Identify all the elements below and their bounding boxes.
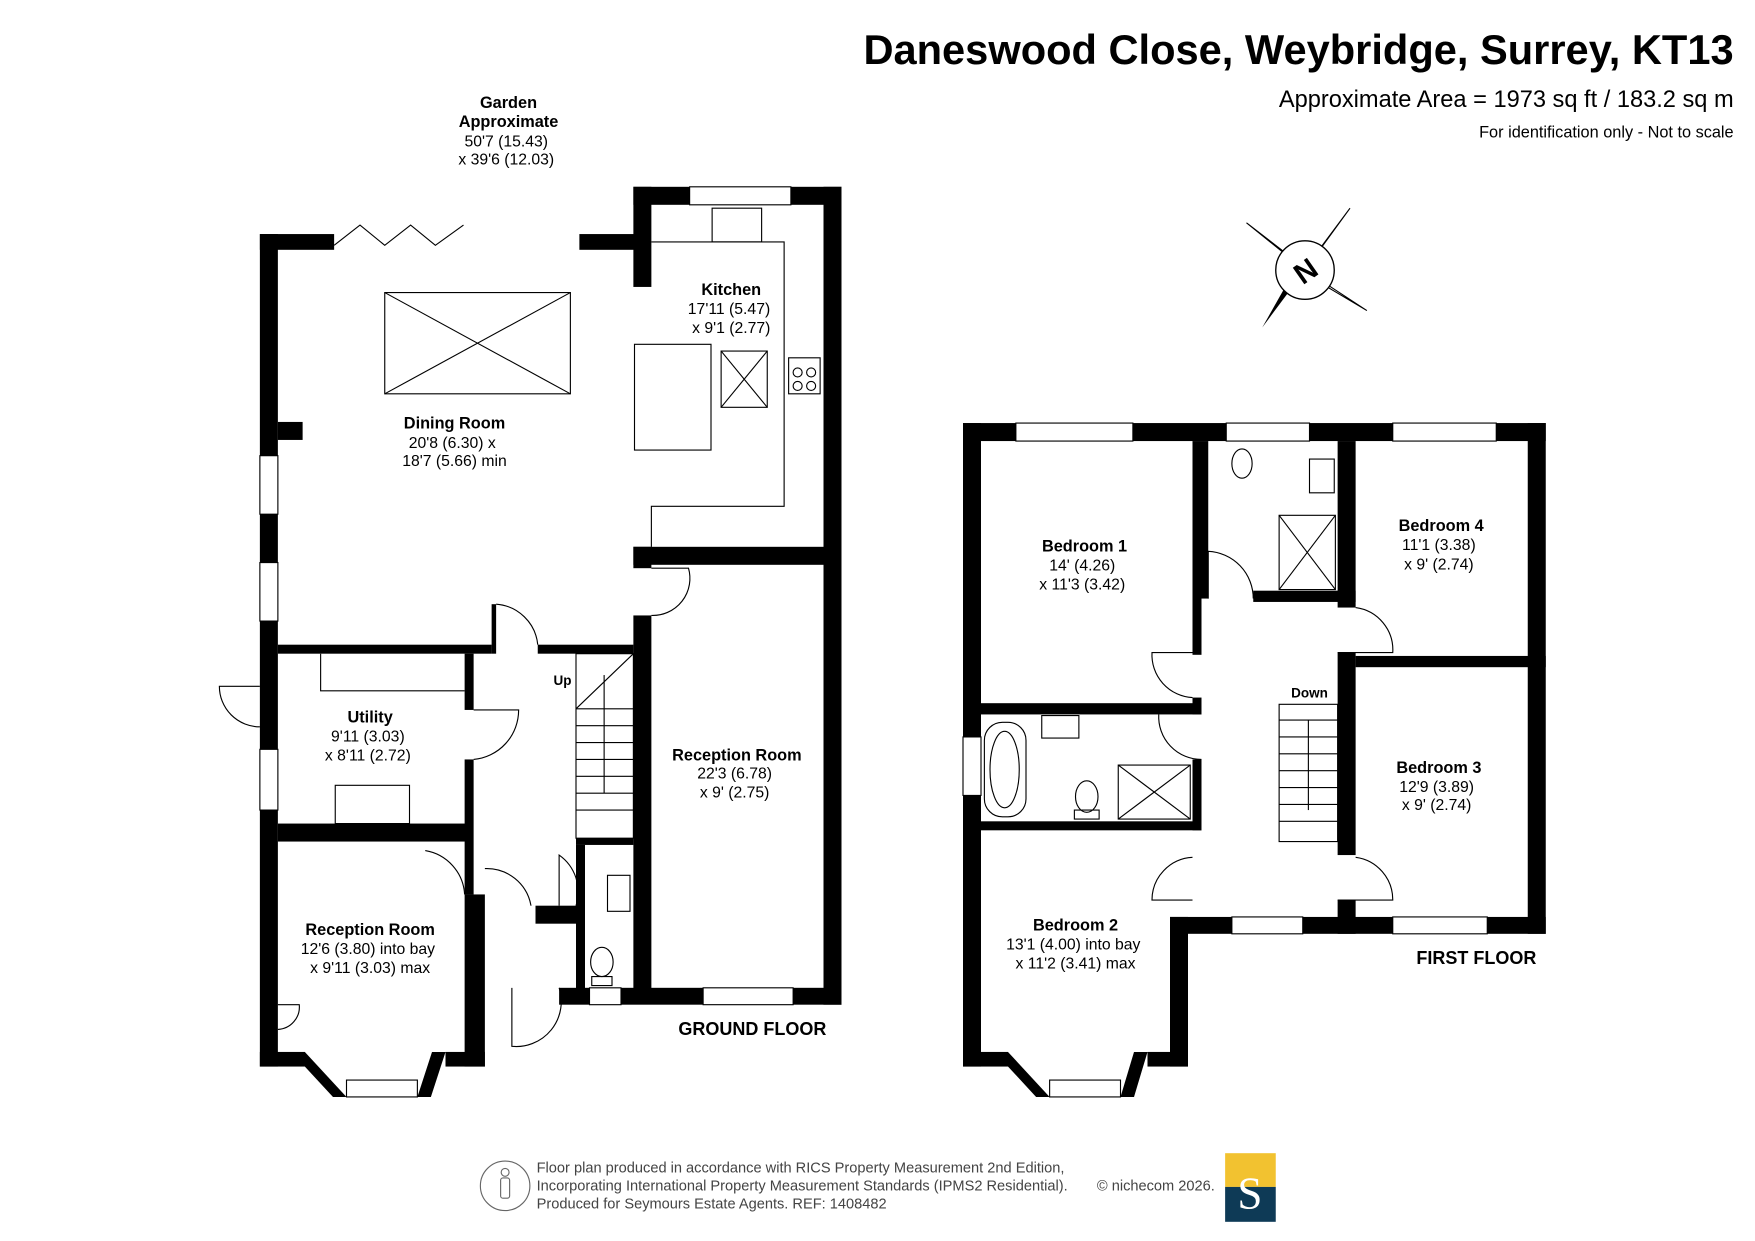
svg-text:x 9'11 (3.03) max: x 9'11 (3.03) max <box>310 960 430 977</box>
svg-text:11'1 (3.38): 11'1 (3.38) <box>1402 537 1476 554</box>
svg-text:x 9' (2.74): x 9' (2.74) <box>1404 556 1474 573</box>
page-title: Daneswood Close, Weybridge, Surrey, KT13 <box>863 26 1733 73</box>
svg-text:12'6 (3.80) into bay: 12'6 (3.80) into bay <box>301 941 435 958</box>
garden-label: Garden Approximate 50'7 (15.43) x 39'6 (… <box>458 94 558 168</box>
staircase-up <box>575 653 634 839</box>
svg-text:x 8'11 (2.72): x 8'11 (2.72) <box>325 748 411 765</box>
footer-copyright: © nichecom 2026. <box>1097 1178 1215 1194</box>
svg-text:Bedroom 3: Bedroom 3 <box>1396 759 1481 777</box>
svg-text:14' (4.26): 14' (4.26) <box>1049 557 1115 574</box>
svg-text:Kitchen: Kitchen <box>701 281 761 299</box>
room-dining-room: Dining Room 20'8 (6.30) x 18'7 (5.66) mi… <box>402 415 507 470</box>
footer-line-2: Incorporating International Property Mea… <box>537 1178 1068 1194</box>
person-icon <box>479 1160 531 1212</box>
svg-text:20'8 (6.30) x: 20'8 (6.30) x <box>409 435 496 452</box>
svg-text:x 9' (2.75): x 9' (2.75) <box>700 785 770 802</box>
room-reception-room-front: Reception Room 12'6 (3.80) into bay x 9'… <box>301 921 435 977</box>
first-floor-label: FIRST FLOOR <box>1416 948 1536 968</box>
svg-text:9'11 (3.03): 9'11 (3.03) <box>331 728 405 745</box>
svg-text:Bedroom 4: Bedroom 4 <box>1399 517 1484 535</box>
compass-icon: N <box>1246 207 1368 328</box>
seymours-logo: S <box>1225 1153 1276 1222</box>
svg-text:x 11'2 (3.41) max: x 11'2 (3.41) max <box>1015 956 1135 973</box>
stairs-down-label: Down <box>1291 686 1328 701</box>
staircase-down <box>1278 703 1339 843</box>
svg-text:Utility: Utility <box>347 708 392 726</box>
footer-line-1: Floor plan produced in accordance with R… <box>537 1160 1065 1176</box>
svg-text:18'7 (5.66) min: 18'7 (5.66) min <box>402 453 507 470</box>
svg-text:Garden: Garden <box>480 94 537 112</box>
svg-text:Dining Room: Dining Room <box>404 415 505 433</box>
svg-text:x 11'3 (3.42): x 11'3 (3.42) <box>1039 577 1125 594</box>
svg-text:50'7 (15.43): 50'7 (15.43) <box>464 133 548 150</box>
room-bedroom-2: Bedroom 2 13'1 (4.00) into bay x 11'2 (3… <box>1006 916 1140 972</box>
svg-text:x 9'1 (2.77): x 9'1 (2.77) <box>692 320 770 337</box>
svg-text:Bedroom 2: Bedroom 2 <box>1033 916 1118 934</box>
room-bedroom-4: Bedroom 4 11'1 (3.38) x 9' (2.74) <box>1399 517 1484 573</box>
svg-text:Approximate: Approximate <box>459 113 559 131</box>
svg-text:13'1 (4.00) into bay: 13'1 (4.00) into bay <box>1006 937 1140 954</box>
stairs-up-label: Up <box>554 673 572 688</box>
svg-text:Reception Room: Reception Room <box>672 747 801 765</box>
first-floor-plan: Down Bedroom 1 14' (4.26) x 11'3 (3.42) … <box>962 422 1546 1098</box>
svg-text:22'3 (6.78): 22'3 (6.78) <box>697 766 772 783</box>
approximate-area: Approximate Area = 1973 sq ft / 183.2 sq… <box>1279 87 1734 113</box>
svg-text:S: S <box>1237 1168 1262 1218</box>
disclaimer: For identification only - Not to scale <box>1479 123 1734 141</box>
svg-text:x 9' (2.74): x 9' (2.74) <box>1402 797 1472 814</box>
room-utility: Utility 9'11 (3.03) x 8'11 (2.72) <box>325 708 411 764</box>
room-bedroom-1: Bedroom 1 14' (4.26) x 11'3 (3.42) <box>1039 537 1127 593</box>
svg-text:x 39'6 (12.03): x 39'6 (12.03) <box>458 151 554 168</box>
room-kitchen: Kitchen 17'11 (5.47) x 9'1 (2.77) <box>688 281 771 337</box>
footer: Floor plan produced in accordance with R… <box>479 1153 1276 1222</box>
ground-floor-label: GROUND FLOOR <box>678 1019 826 1039</box>
svg-text:12'9 (3.89): 12'9 (3.89) <box>1399 779 1474 796</box>
room-reception-room-rear: Reception Room 22'3 (6.78) x 9' (2.75) <box>672 747 801 802</box>
footer-line-3: Produced for Seymours Estate Agents. REF… <box>537 1196 887 1212</box>
svg-text:17'11 (5.47): 17'11 (5.47) <box>688 301 770 318</box>
svg-text:Bedroom 1: Bedroom 1 <box>1042 537 1127 555</box>
ground-floor-plan: Up Dining Room 20'8 (6.30) x 18'7 (5.66)… <box>218 186 842 1098</box>
svg-text:Reception Room: Reception Room <box>305 921 434 939</box>
room-bedroom-3: Bedroom 3 12'9 (3.89) x 9' (2.74) <box>1396 759 1481 814</box>
